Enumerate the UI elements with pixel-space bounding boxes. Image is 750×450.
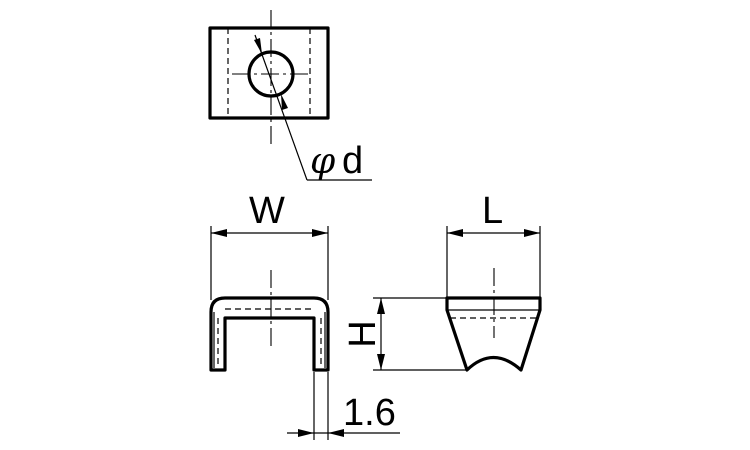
diameter-leader-line bbox=[254, 34, 308, 181]
diameter-arrow-bottom bbox=[281, 94, 288, 110]
top-view-outline bbox=[208, 26, 330, 120]
thickness-arrow-right bbox=[328, 429, 344, 437]
u-clip-outline bbox=[209, 296, 330, 372]
length-arrow-left bbox=[447, 229, 463, 237]
diameter-symbol-label: φ bbox=[310, 141, 336, 182]
length-arrow-right bbox=[524, 229, 540, 237]
height-label: H bbox=[342, 320, 384, 347]
height-arrow-bottom bbox=[377, 354, 385, 370]
thickness-arrow-left bbox=[298, 429, 314, 437]
width-arrow-right bbox=[312, 229, 328, 237]
height-arrow-top bbox=[377, 298, 385, 314]
front-view: W 1.6 bbox=[209, 190, 400, 440]
top-view: φ d bbox=[208, 10, 372, 182]
diameter-var-label: d bbox=[342, 140, 363, 182]
width-arrow-left bbox=[211, 229, 227, 237]
side-view-outline bbox=[445, 296, 542, 372]
side-view: L H bbox=[342, 190, 542, 372]
diameter-arrow-top bbox=[254, 38, 262, 54]
width-label: W bbox=[249, 190, 285, 232]
length-label: L bbox=[482, 190, 503, 232]
thickness-label: 1.6 bbox=[343, 392, 396, 434]
